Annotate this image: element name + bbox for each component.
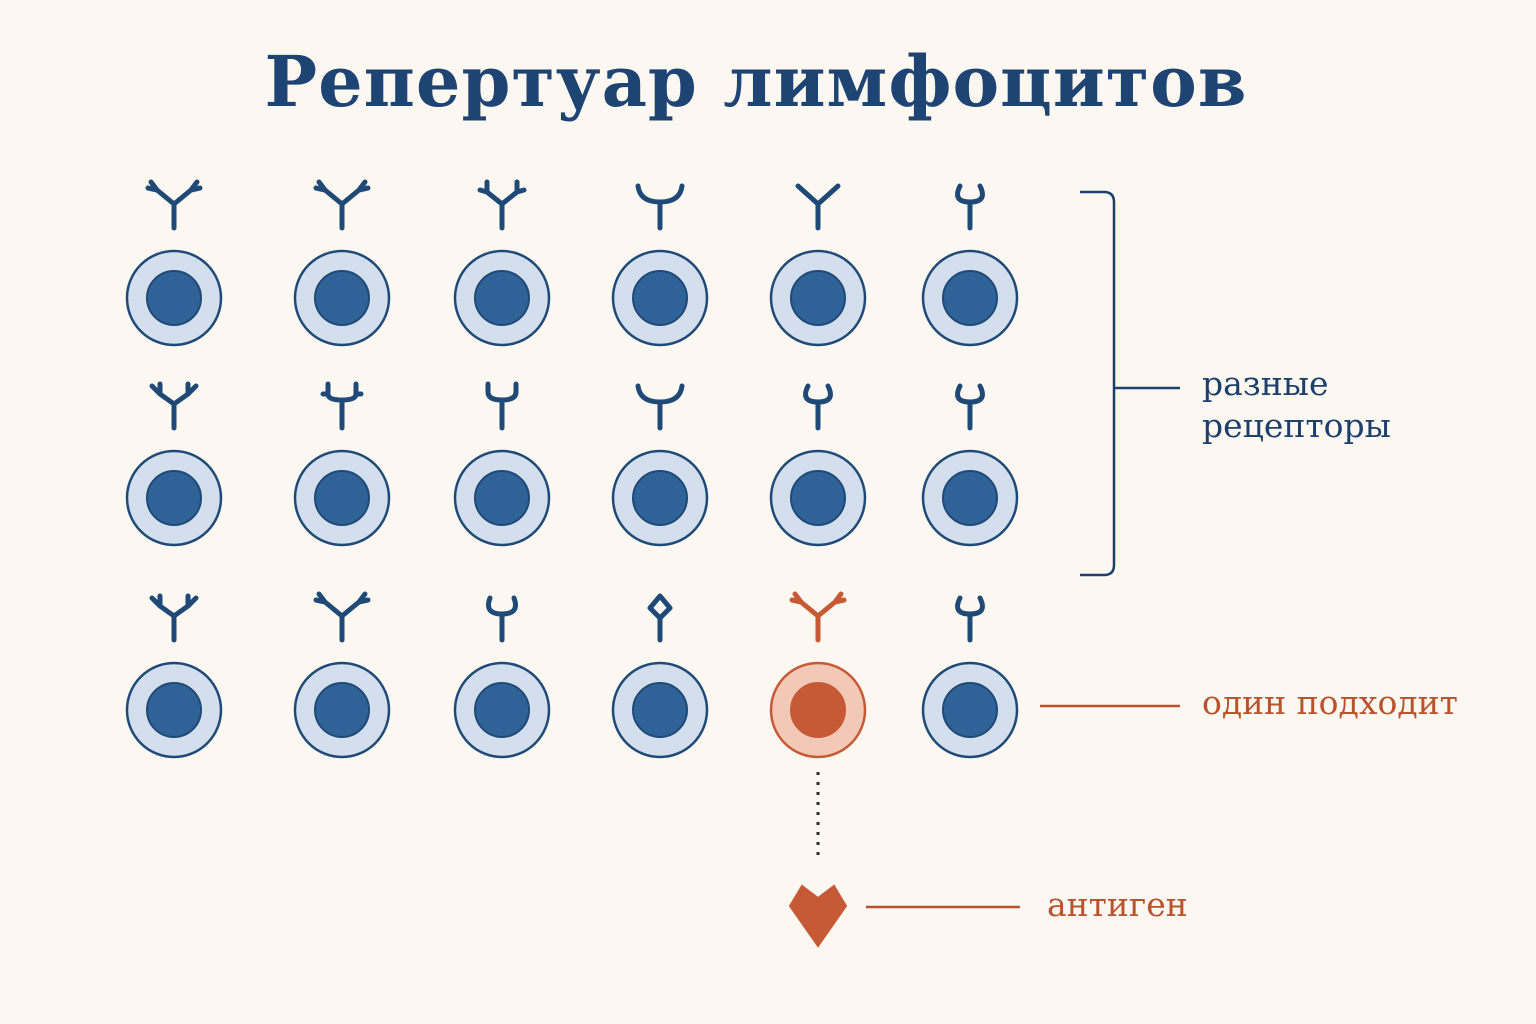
cell-nucleus	[314, 682, 370, 738]
lymphocyte	[611, 383, 709, 547]
cell-nucleus	[790, 270, 846, 326]
lymphocyte	[921, 595, 1019, 759]
cell-nucleus	[314, 270, 370, 326]
label-line: разные	[1202, 364, 1329, 403]
receptor-wide-u	[635, 183, 685, 231]
lymphocyte	[921, 183, 1019, 347]
receptor-notched-y	[313, 179, 371, 231]
lymphocyte	[125, 593, 223, 759]
receptor-knobbed-y	[477, 179, 527, 231]
cell-nucleus	[146, 682, 202, 738]
cell-nucleus	[474, 470, 530, 526]
receptor-notched-y	[313, 591, 371, 643]
lymphocyte	[611, 593, 709, 759]
cell-nucleus	[474, 270, 530, 326]
lymphocyte	[293, 179, 391, 347]
lymphocyte	[293, 381, 391, 547]
label-line: рецепторы	[1202, 406, 1391, 445]
cell-nucleus	[632, 682, 688, 738]
cell-nucleus	[790, 682, 846, 738]
page-title: Репертуар лимфоцитов	[264, 40, 1248, 123]
receptor-hook-u	[486, 595, 518, 643]
receptor-wide-u	[635, 383, 685, 431]
lymphocyte	[611, 183, 709, 347]
lymphocyte	[453, 381, 551, 547]
lymphocyte	[453, 595, 551, 759]
lymphocyte	[125, 179, 223, 347]
receptor-hook	[955, 383, 985, 431]
cell-nucleus	[146, 270, 202, 326]
antigen-shape	[788, 884, 848, 948]
lymphocyte	[453, 179, 551, 347]
lymphocyte	[293, 591, 391, 759]
receptor-notched-y	[145, 179, 203, 231]
cells-layer	[125, 179, 1019, 759]
receptor-notched-y	[789, 591, 847, 643]
receptor-u-cup	[485, 381, 519, 431]
label-different-receptors: разные рецепторы	[1202, 363, 1391, 447]
lymphocyte	[921, 383, 1019, 547]
cell-nucleus	[632, 470, 688, 526]
cell-nucleus	[942, 470, 998, 526]
cell-nucleus	[314, 470, 370, 526]
receptor-hook	[803, 383, 833, 431]
cell-nucleus	[146, 470, 202, 526]
cell-nucleus	[942, 682, 998, 738]
receptor-diamond	[647, 593, 673, 643]
receptor-branched-y	[149, 593, 199, 643]
lymphocyte	[769, 383, 867, 547]
receptor-bracket	[1080, 190, 1180, 577]
lymphocyte	[769, 183, 867, 347]
cell-nucleus	[790, 470, 846, 526]
receptor-cup-knob	[320, 381, 364, 431]
lymphocyte	[125, 381, 223, 547]
label-one-fits: один подходит	[1202, 683, 1458, 722]
matching-lymphocyte	[769, 591, 867, 759]
cell-nucleus	[942, 270, 998, 326]
receptor-hook	[955, 183, 985, 231]
receptor-hook	[955, 595, 985, 643]
receptor-wide-y	[795, 183, 841, 231]
receptor-branched-y	[149, 381, 199, 431]
cell-nucleus	[474, 682, 530, 738]
label-antigen: антиген	[1047, 885, 1188, 924]
cell-nucleus	[632, 270, 688, 326]
